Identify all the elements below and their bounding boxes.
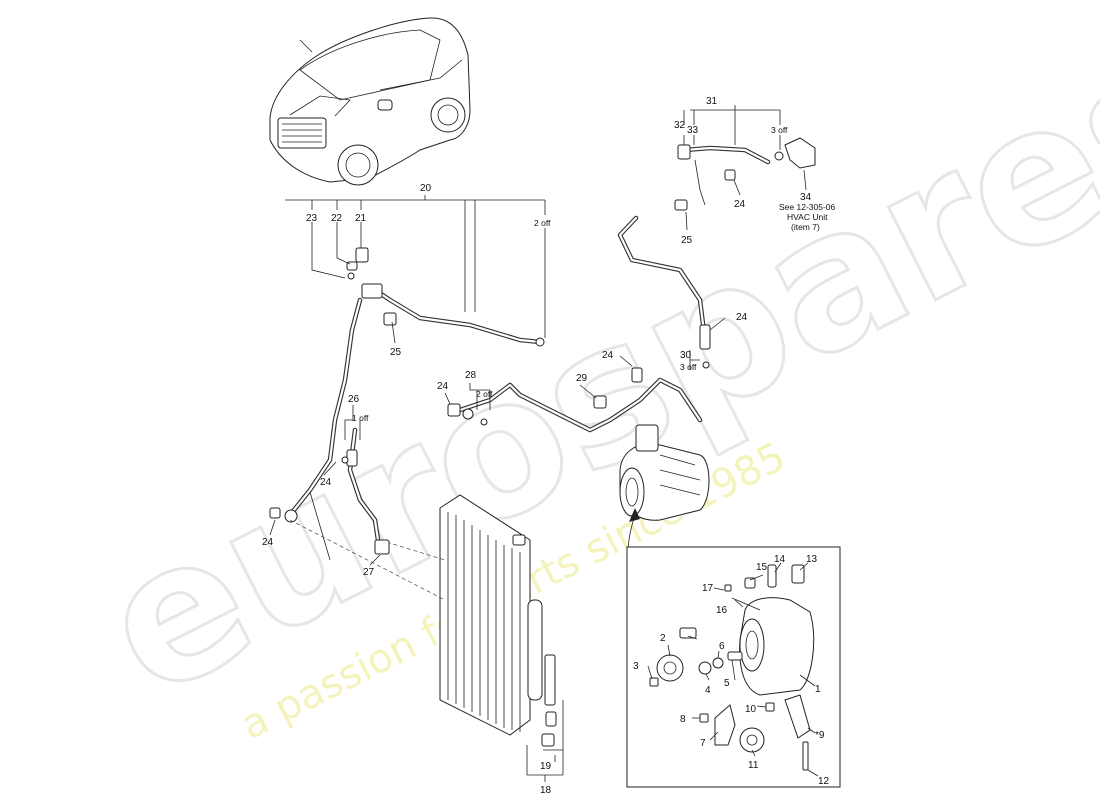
callout-19: 19: [540, 761, 552, 772]
callout-24a: 24: [734, 199, 746, 210]
alignment-line-b: [379, 539, 446, 561]
callout-6: 6: [719, 641, 725, 652]
callout-10: 10: [745, 704, 757, 715]
car-illustration: [269, 17, 471, 186]
callout-25a: 25: [390, 347, 402, 358]
see-reference-line2: HVAC Unit: [787, 212, 828, 222]
inset-arrow-head: [629, 508, 640, 522]
callout-1: 1: [815, 684, 821, 695]
callout-34: 34: [800, 192, 812, 203]
callout-2: 2: [660, 633, 666, 644]
note-1-off: 1 off: [352, 413, 369, 423]
callout-24f: 24: [262, 537, 274, 548]
callout-24d: 24: [437, 381, 449, 392]
callout-24c: 24: [602, 350, 614, 361]
callout-18: 18: [540, 785, 552, 796]
callout-16: 16: [716, 605, 728, 616]
callout-5: 5: [724, 678, 730, 689]
callout-9: *9: [815, 730, 825, 741]
note-2-off-a: 2 off: [534, 218, 551, 228]
callout-23: 23: [306, 213, 318, 224]
watermark-brand: eurospares: [70, 0, 1100, 740]
see-reference-line3: (item 7): [791, 222, 820, 232]
callout-3: 3: [633, 661, 639, 672]
callout-27: 27: [363, 567, 375, 578]
callout-15: 15: [756, 562, 768, 573]
note-2-off-b: 2 off: [476, 389, 493, 399]
callout-24e: 24: [320, 477, 332, 488]
callout-25b: 25: [681, 235, 693, 246]
callout-28: 28: [465, 370, 477, 381]
callout-4: 4: [705, 685, 711, 696]
callout-33: 33: [687, 125, 699, 136]
callout-20: 20: [420, 183, 432, 194]
suction-line-assembly: [447, 367, 703, 433]
callout-32: 32: [674, 120, 686, 131]
upper-right-hose: [617, 137, 816, 369]
callout-11: 11: [748, 760, 759, 771]
compressor-installed: [619, 424, 710, 521]
callout-labels: 20 23 22 21 2 off 25 31 32 33 3 off 34 S…: [262, 96, 836, 796]
leader-lines: [269, 105, 819, 782]
callout-7: 7: [700, 738, 706, 749]
callout-26: 26: [348, 394, 360, 405]
callout-14: 14: [774, 554, 786, 565]
callout-22: 22: [331, 213, 343, 224]
callout-29: 29: [576, 373, 588, 384]
callout-13: 13: [806, 554, 818, 565]
pipe-section-26: [341, 427, 390, 555]
callout-21: 21: [355, 213, 367, 224]
callout-17: 17: [702, 583, 714, 594]
liquid-line-assembly: [269, 247, 545, 561]
callout-24b: 24: [736, 312, 748, 323]
compressor-detail-inset: [626, 546, 841, 788]
see-reference-line1: See 12-305-06: [779, 202, 836, 212]
callout-12: 12: [818, 776, 830, 787]
alignment-line-a: [289, 519, 446, 601]
note-3-off-a: 3 off: [771, 125, 788, 135]
callout-30: 30: [680, 350, 692, 361]
condenser: [439, 494, 557, 747]
callout-31: 31: [706, 96, 718, 107]
callout-8: 8: [680, 714, 686, 725]
note-3-off-b: 3 off: [680, 362, 697, 372]
